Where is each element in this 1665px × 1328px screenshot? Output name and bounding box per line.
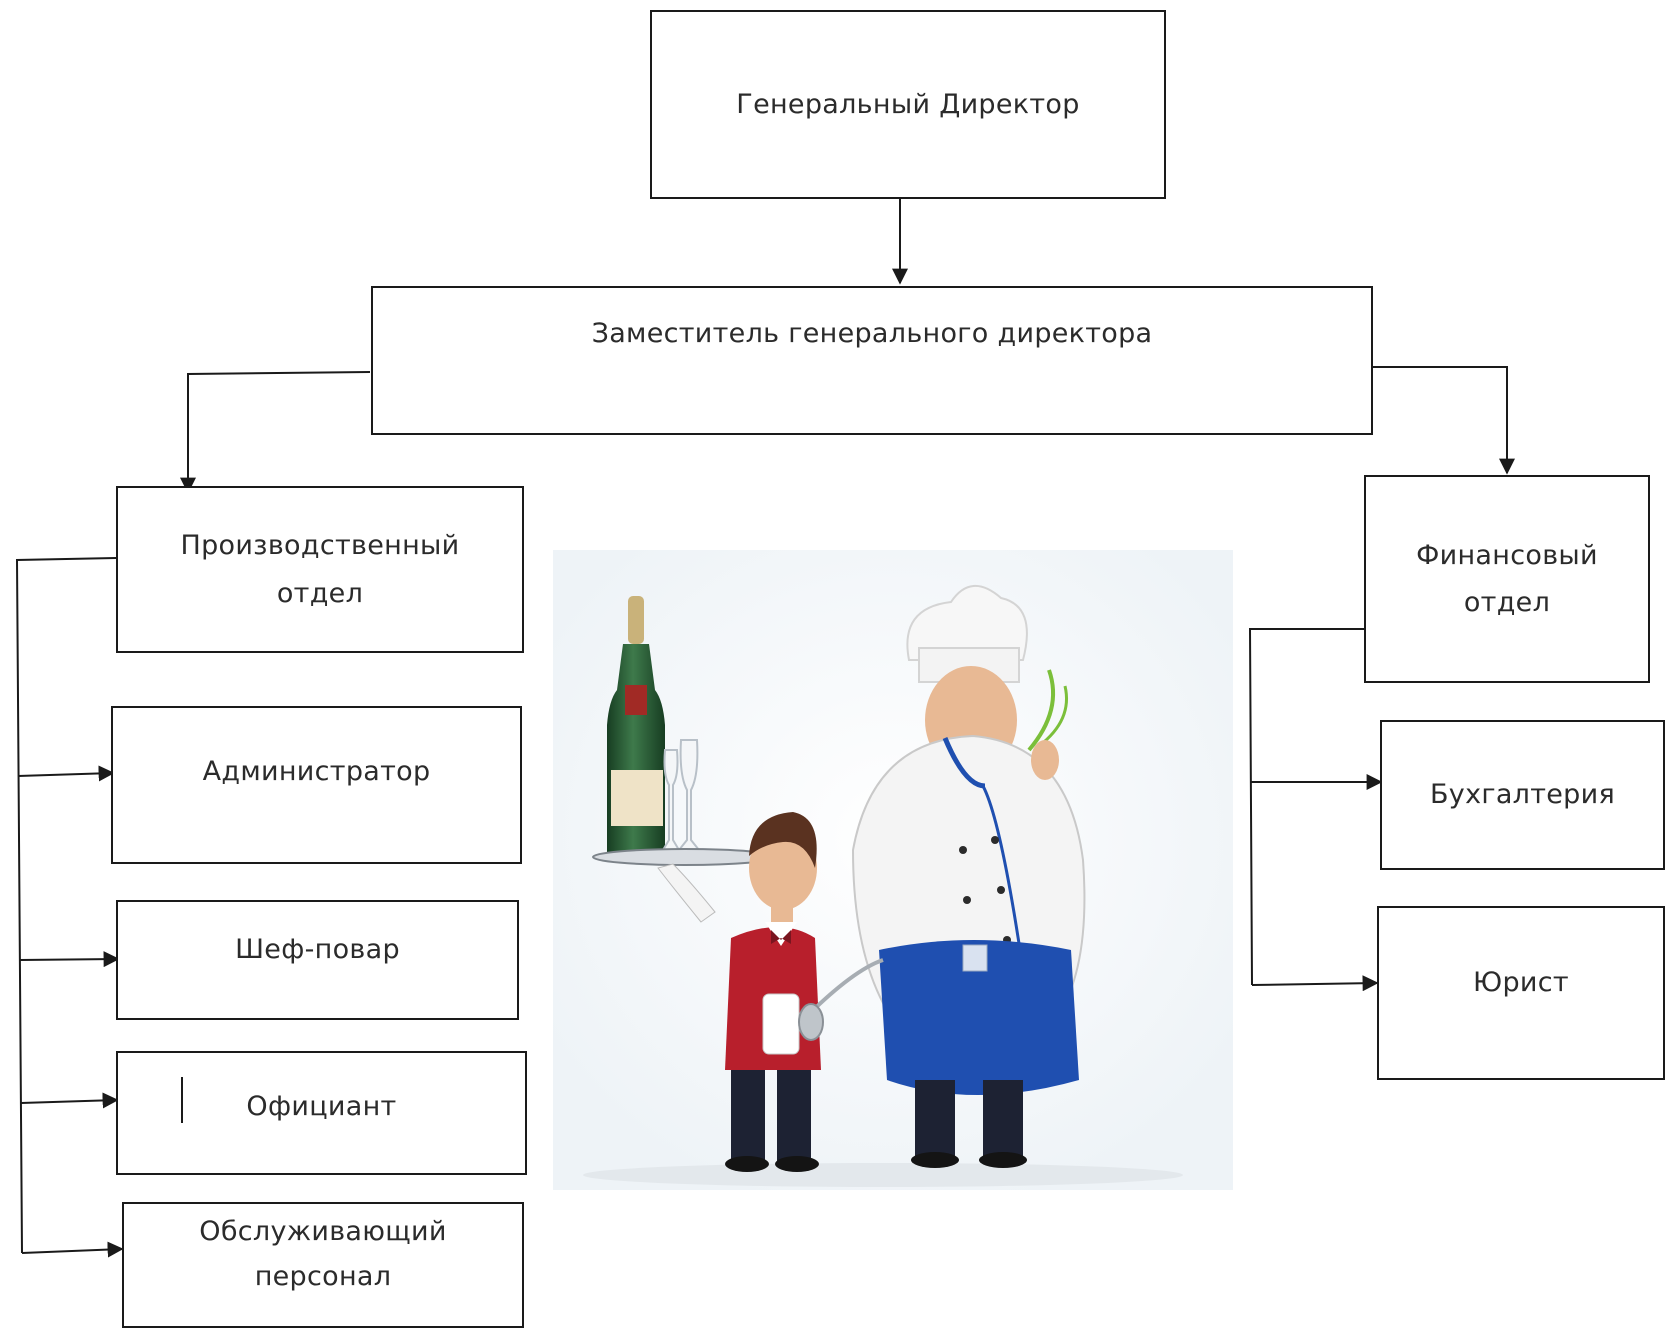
- production-dept-label: Производственный отдел: [180, 530, 460, 609]
- connector-to-lawyer: [1251, 975, 1379, 992]
- waiter-label: Официант: [246, 1091, 397, 1122]
- service-staff-label: Обслуживающий персонал: [199, 1216, 447, 1292]
- waiter-box: Официант: [116, 1051, 527, 1175]
- administrator-label: Администратор: [202, 756, 431, 787]
- finance-dept-label: Финансовый отдел: [1416, 539, 1598, 618]
- administrator-box: Администратор: [111, 706, 522, 864]
- connector-to-administrator: [17, 765, 115, 782]
- connector-to-chef: [19, 951, 120, 968]
- accounting-box: Бухгалтерия: [1380, 720, 1665, 870]
- chef-box: Шеф-повар: [116, 900, 519, 1020]
- finance-dept-box: Финансовый отдел: [1364, 475, 1650, 683]
- tray-with-champagne: [592, 596, 778, 866]
- chef-figure: [798, 584, 1086, 1168]
- lawyer-label: Юрист: [1473, 967, 1569, 998]
- deputy-director-box: Заместитель генерального директора: [371, 286, 1373, 435]
- accounting-label: Бухгалтерия: [1429, 779, 1616, 811]
- general-director-box: Генеральный Директор: [650, 10, 1166, 199]
- connector-deputy-production: [180, 371, 371, 494]
- lawyer-box: Юрист: [1377, 906, 1665, 1080]
- production-dept-box: Производственный отдел: [116, 486, 524, 653]
- text-cursor-mark: [181, 1077, 183, 1123]
- waiter-and-chef-illustration: [553, 550, 1233, 1190]
- deputy-director-label: Заместитель генерального директора: [591, 318, 1153, 349]
- connector-to-service-staff: [21, 1241, 124, 1258]
- general-director-label: Генеральный Директор: [736, 88, 1080, 120]
- chef-label: Шеф-повар: [235, 934, 400, 965]
- connector-to-waiter: [20, 1092, 119, 1109]
- connector-production-bus: [15, 557, 117, 1254]
- connector-deputy-finance: [1372, 366, 1515, 475]
- floor-shadow: [583, 1163, 1183, 1187]
- connector-finance-bus: [1248, 628, 1364, 986]
- waiter-figure: [657, 812, 821, 1172]
- service-staff-box: Обслуживающий персонал: [122, 1202, 524, 1328]
